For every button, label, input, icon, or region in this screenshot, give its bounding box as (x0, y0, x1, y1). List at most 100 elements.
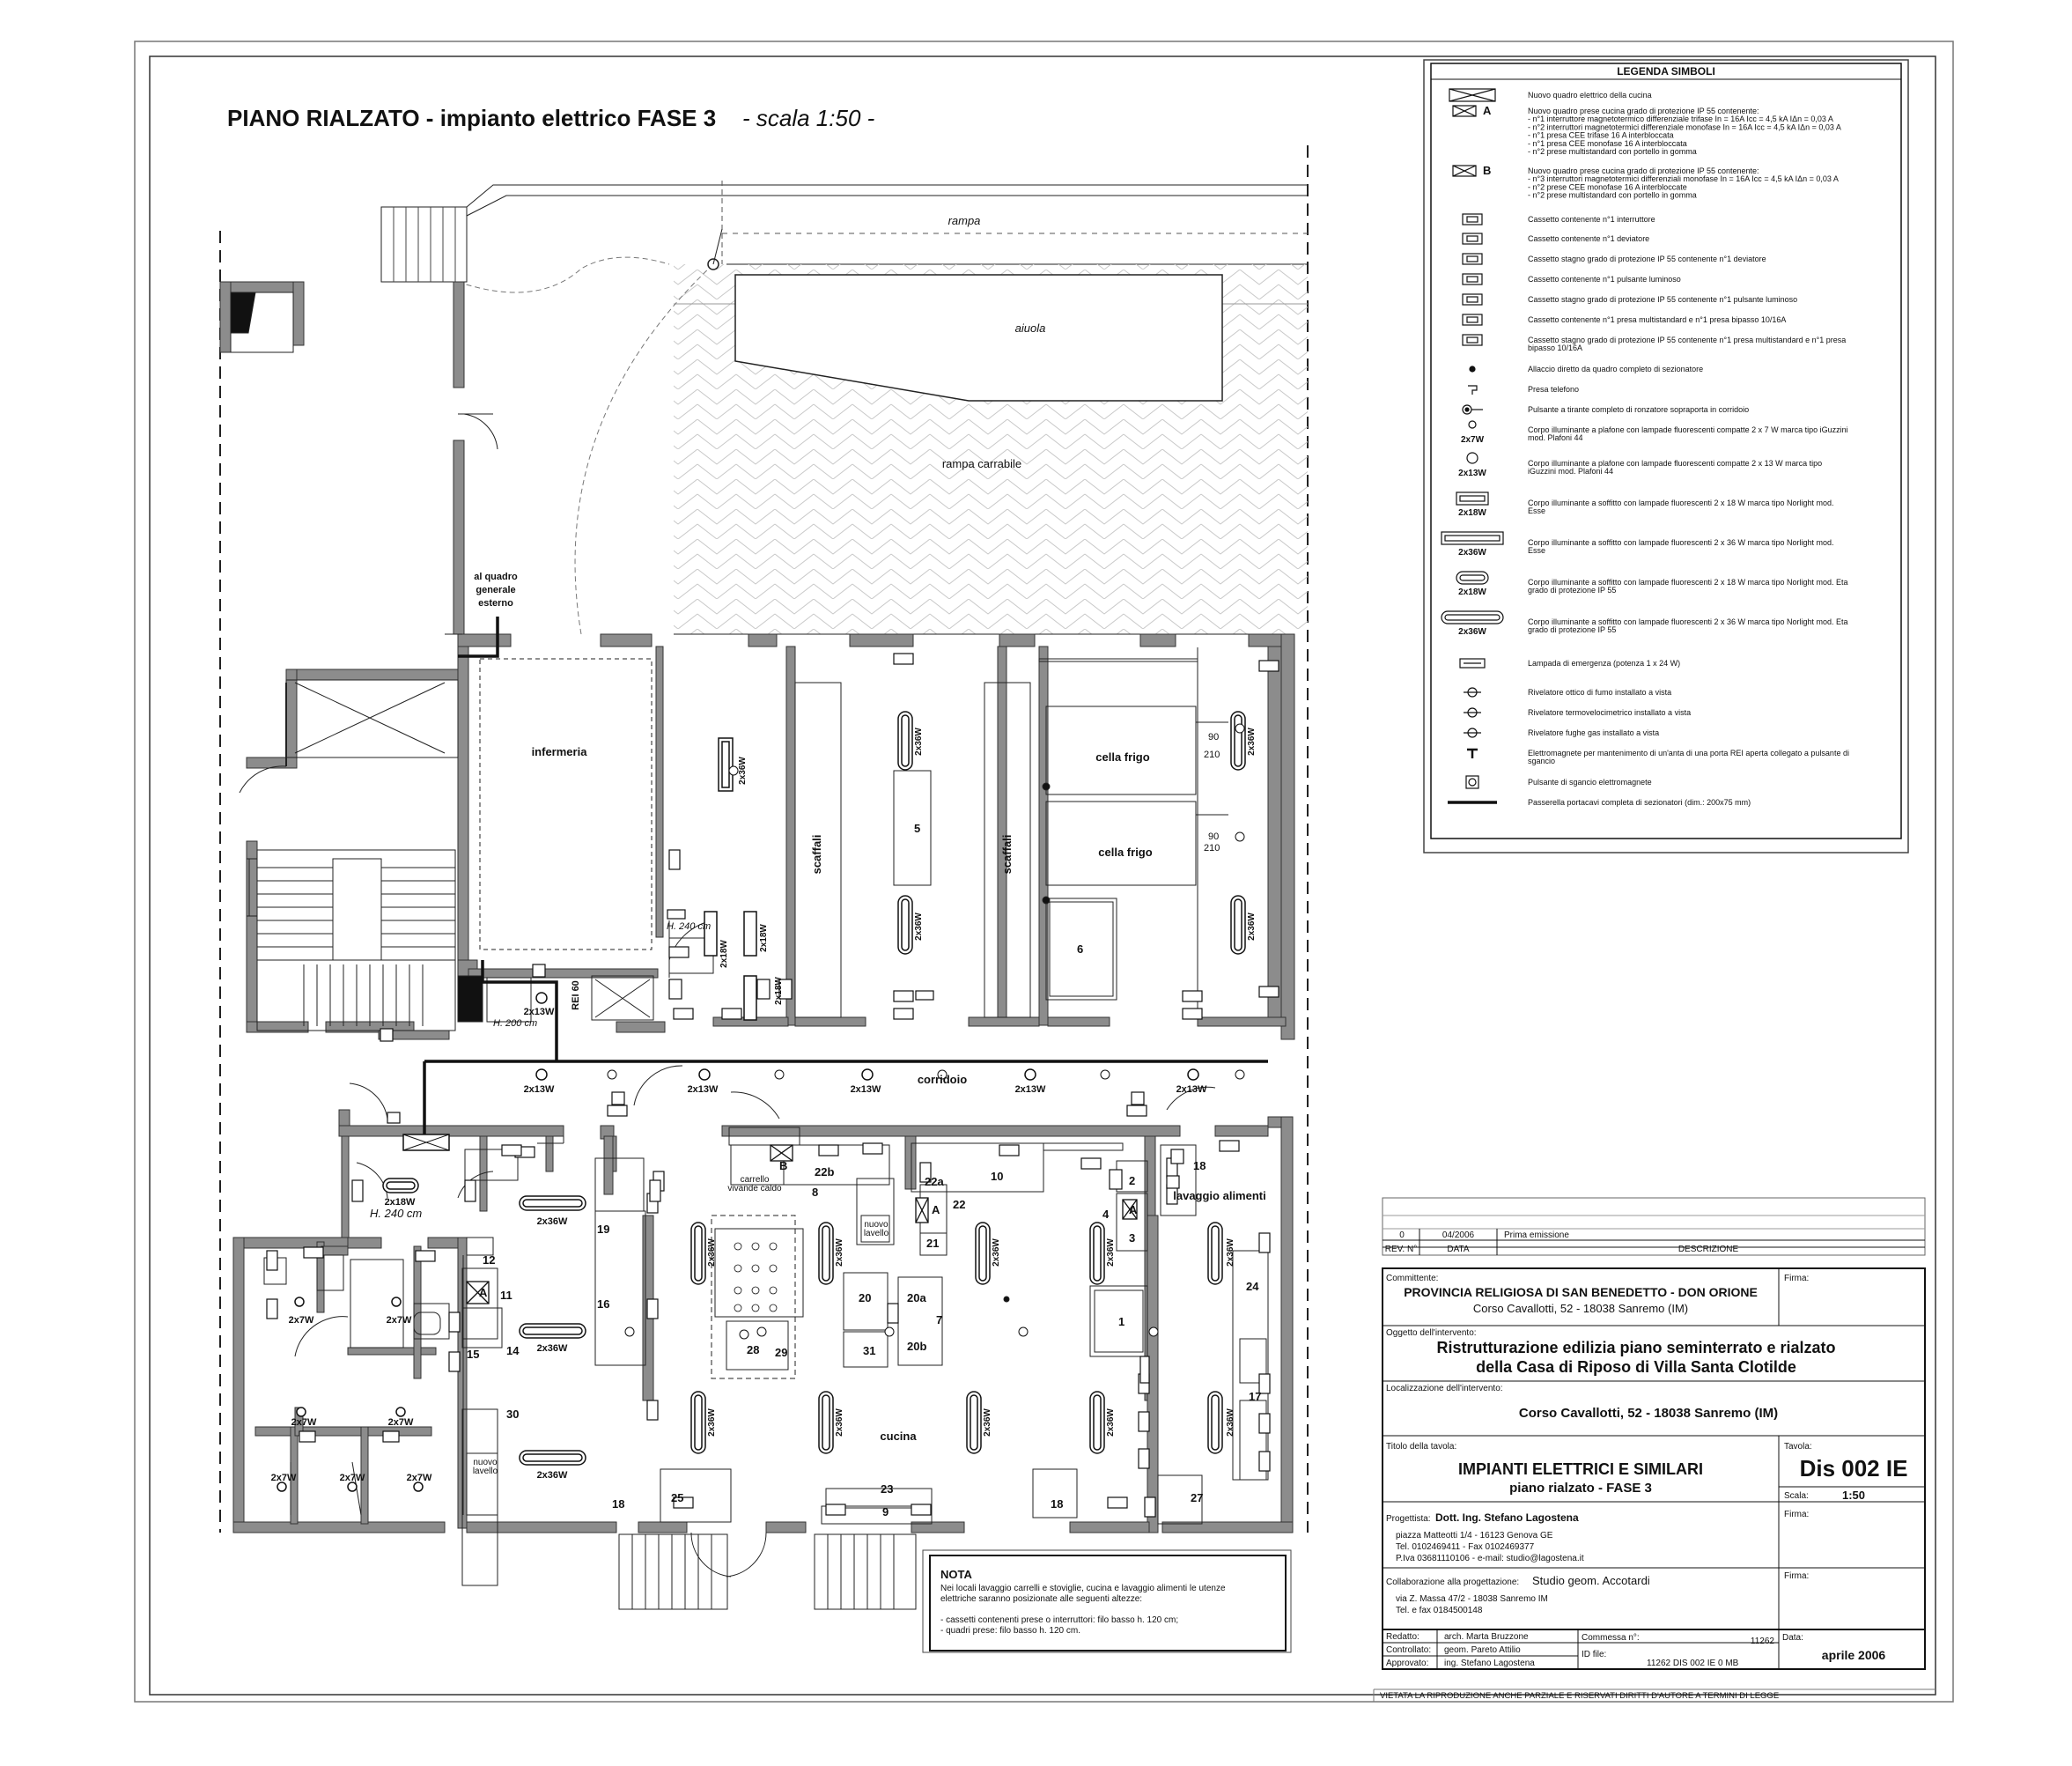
eq-12: 12 (483, 1253, 495, 1267)
legend-text: Rivelatore fughe gas installato a vista (1528, 728, 1659, 737)
tb-prog-addr-3: P.Iva 03681110106 - e-mail: studio@lagos… (1396, 1554, 1584, 1563)
inner-frame (149, 55, 1936, 1696)
lbl-2x13-3: 2x13W (688, 1084, 719, 1095)
legend-text: Cassetto stagno grado di protezione IP 5… (1528, 336, 1846, 344)
legend-text: - n°3 interruttori magnetotermici differ… (1528, 174, 1839, 183)
eq-15: 15 (467, 1348, 479, 1361)
room-cucina: cucina (880, 1430, 917, 1443)
legend-row: Pulsante di sgancio elettromagnete (1465, 775, 1652, 789)
vlbl-8: 2x36W (992, 1238, 1001, 1267)
legend-text: - n°1 presa CEE trifase 16 A interblocca… (1528, 131, 1674, 140)
height-200: H. 200 cm (493, 1018, 537, 1029)
eq-14: 14 (506, 1344, 520, 1357)
legend-symbol-icon (1466, 452, 1478, 464)
val-90-1: 90 (1208, 732, 1219, 743)
room-outlines (230, 292, 1269, 1610)
tb-firma-2: Firma: (1784, 1510, 1809, 1519)
vlbl-6: 2x36W (707, 1238, 717, 1267)
legend-symbol-icon (1464, 687, 1481, 698)
nuovo-lavello-2: lavello (864, 1229, 889, 1238)
eq-3: 3 (1129, 1231, 1135, 1245)
legend-symbol-label: B (1483, 164, 1491, 177)
eq-27: 27 (1191, 1491, 1203, 1504)
drawing-scale: - scala 1:50 - (742, 105, 875, 131)
eq-16: 16 (597, 1297, 609, 1311)
legend-title: LEGENDA SIMBOLI (1617, 65, 1715, 78)
legend-row: Cassetto contenente n°1 deviatore (1462, 233, 1649, 245)
legend-text: Presa telefono (1528, 385, 1579, 394)
eq-22b: 22b (815, 1165, 834, 1179)
legend-row: Cassetto stagno grado di protezione IP 5… (1462, 293, 1797, 306)
lbl-2x7-4: 2x7W (388, 1417, 414, 1428)
tb-data-label: Data: (1782, 1633, 1803, 1643)
tb-scala: 1:50 (1842, 1489, 1865, 1502)
tb-committente-addr: Corso Cavallotti, 52 - 18038 Sanremo (IM… (1473, 1302, 1688, 1315)
vlbl-1: 2x36W (738, 757, 748, 785)
lbl-2x13-2: 2x13W (524, 1084, 555, 1095)
legend-symbol-icon (1449, 88, 1496, 102)
legend-text: - n°1 interruttore magnetotermico differ… (1528, 115, 1833, 123)
cable-tray (416, 617, 1268, 1147)
tb-collab-label: Collaborazione alla progettazione: (1386, 1578, 1519, 1587)
carrello-label-1: carrello (741, 1175, 770, 1185)
tb-commessa: 11262 (1751, 1637, 1775, 1646)
eq-9: 9 (882, 1505, 889, 1518)
legend-symbol-icon (1462, 213, 1483, 225)
eq-29: 29 (775, 1346, 787, 1359)
nuovo-lavello-3: nuovo (473, 1458, 498, 1467)
title-block-approvals: Redatto: arch. Marta Bruzzone Controllat… (1382, 1629, 1926, 1670)
eq-19: 19 (597, 1223, 609, 1236)
nuovo-lavello-1: nuovo (864, 1220, 889, 1230)
eq-20: 20 (859, 1291, 871, 1304)
legend-text: Cassetto contenente n°1 interruttore (1528, 215, 1655, 224)
legend-text: Rivelatore ottico di fumo installato a v… (1528, 688, 1671, 697)
height-240-1: H. 240 cm (667, 921, 711, 932)
legend-symbol-label: 2x36W (1458, 627, 1486, 637)
lbl-2x36-h3: 2x36W (537, 1470, 568, 1481)
eq-22a: 22a (925, 1175, 944, 1188)
eq-18-1: 18 (1193, 1159, 1206, 1172)
eq-7: 7 (936, 1313, 942, 1326)
legend-symbol-icon (1456, 491, 1489, 506)
eq-23: 23 (881, 1482, 893, 1496)
equipment-numbers: 5 6 1 2 3 4 7 8 9 10 11 12 14 15 16 17 1… (467, 822, 1261, 1518)
legend-text: Corpo illuminante a soffitto con lampade… (1528, 617, 1848, 626)
legend-symbol-label: 2x18W (1458, 587, 1486, 597)
tb-redatto: arch. Marta Bruzzone (1444, 1632, 1529, 1642)
legend-symbol-icon (1468, 420, 1477, 429)
eq-24: 24 (1246, 1280, 1259, 1293)
eq-6: 6 (1077, 942, 1083, 956)
vlbl-3: 2x36W (914, 913, 924, 941)
val-210-1: 210 (1204, 750, 1220, 760)
vlbl-12: 2x36W (835, 1408, 844, 1437)
tb-loc: Corso Cavallotti, 52 - 18038 Sanremo (IM… (1519, 1406, 1778, 1421)
tb-scala-label: Scala: (1784, 1491, 1809, 1501)
eq-18-2: 18 (612, 1497, 624, 1511)
legend-symbol-icon (1441, 610, 1504, 624)
panel-a-1: A (479, 1286, 488, 1299)
detectors (607, 723, 1245, 1340)
legend-text: Passerella portacavi completa di seziona… (1528, 798, 1751, 807)
height-240-2: H. 240 cm (370, 1207, 422, 1220)
lbl-2x13-6: 2x13W (1176, 1084, 1207, 1095)
rev-desc: Prima emissione (1504, 1230, 1569, 1240)
eq-2: 2 (1129, 1174, 1135, 1187)
cooktop (734, 1242, 778, 1312)
legend-text: Pulsante di sgancio elettromagnete (1528, 778, 1652, 787)
nota-line-4: - cassetti contenenti prese o interrutto… (940, 1615, 1178, 1625)
legend-symbol-label: 2x13W (1458, 469, 1486, 478)
tb-tavola-label: Tavola: (1784, 1442, 1812, 1452)
room-infermeria: infermeria (532, 745, 588, 758)
eq-25: 25 (671, 1491, 683, 1504)
room-scaffali-2: scaffali (1000, 835, 1014, 875)
tb-oggetto-2: della Casa di Riposo di Villa Santa Clot… (1476, 1358, 1796, 1376)
eq-11: 11 (500, 1289, 512, 1302)
nota-title: NOTA (940, 1568, 972, 1581)
legend-text: grado di protezione IP 55 (1528, 586, 1616, 595)
room-cella-frigo-1: cella frigo (1095, 750, 1149, 764)
legend-text: Nuovo quadro prese cucina grado di prote… (1528, 166, 1759, 175)
luminaires-2x36w (382, 711, 1246, 1466)
